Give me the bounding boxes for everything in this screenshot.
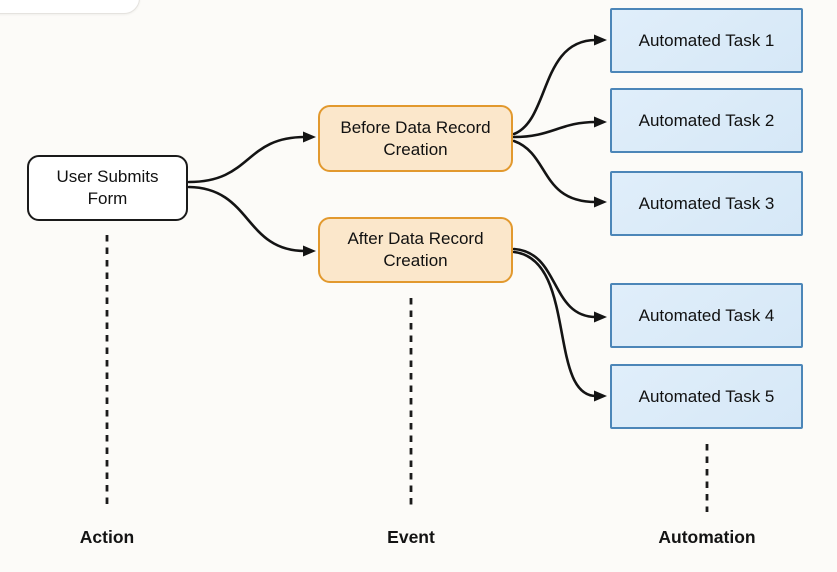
lane-label-action: Action (79, 527, 135, 547)
node-after-data-record-creation: After Data Record Creation (318, 217, 513, 283)
node-label: Automated Task 3 (638, 193, 775, 213)
node-label: Automated Task 4 (638, 305, 775, 325)
node-label: Automated Task 1 (638, 30, 775, 50)
node-label: Before Data Record Creation (340, 117, 491, 159)
node-label: After Data Record Creation (347, 229, 484, 270)
node-user-submits-form: User Submits Form (27, 155, 188, 221)
node-label: Automated Task 5 (638, 386, 775, 406)
node-automated-task-3: Automated Task 3 (610, 171, 803, 236)
arrow-action-to-after-event (187, 185, 316, 257)
node-label: Automated Task 2 (638, 110, 775, 130)
arrow-before-to-task2 (512, 116, 607, 139)
node-automated-task-2: Automated Task 2 (610, 88, 803, 153)
arrow-action-to-before-event (187, 131, 316, 184)
arrow-before-to-task1 (512, 34, 607, 136)
arrow-after-to-task5 (512, 250, 607, 402)
lane-label-event: Event (387, 527, 435, 547)
node-before-data-record-creation: Before Data Record Creation (318, 105, 513, 172)
arrow-before-to-task3 (512, 139, 607, 208)
node-automated-task-1: Automated Task 1 (610, 8, 803, 73)
lane-label-automation: Automation (658, 527, 756, 547)
node-automated-task-5: Automated Task 5 (610, 364, 803, 429)
arrow-after-to-task4 (512, 247, 607, 323)
node-label: User Submits Form (56, 167, 159, 208)
node-automated-task-4: Automated Task 4 (610, 283, 803, 348)
